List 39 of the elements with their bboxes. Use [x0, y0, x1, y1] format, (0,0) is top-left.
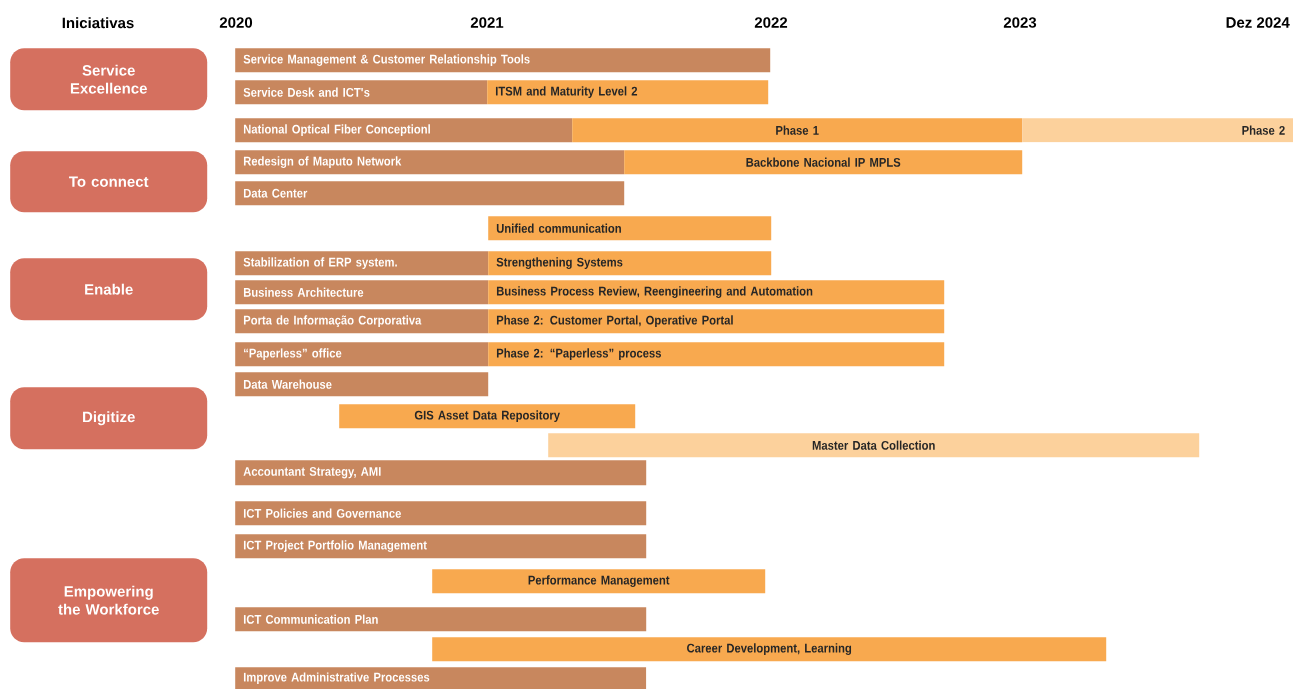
- category-pill: Enable: [10, 258, 208, 321]
- timeline-bar: ICT Policies and Governance: [235, 501, 647, 526]
- timeline-bar: Accountant Strategy, AMI: [235, 460, 647, 486]
- year-label: 2020: [219, 17, 253, 28]
- category-pill: Empowering the Workforce: [10, 558, 208, 643]
- timeline-bar: ITSM and Maturity Level 2: [487, 80, 769, 105]
- timeline-bar: Career Development, Learning: [432, 637, 1107, 662]
- year-label: Dez 2024: [1226, 17, 1290, 28]
- timeline-bar: Phase 2: [1022, 118, 1293, 143]
- timeline-bar: Service Desk and ICT's: [235, 80, 488, 105]
- timeline-bar: Service Management & Customer Relationship Tools: [235, 48, 771, 73]
- timeline-bar: Phase 2: Customer Portal, Operative Portal: [488, 309, 945, 334]
- timeline-bar: Master Data Collection: [548, 433, 1200, 458]
- category-pill: To connect: [10, 151, 208, 213]
- timeline-bar: Phase 2: “Paperless” process: [488, 342, 945, 367]
- year-label: 2023: [1003, 17, 1037, 28]
- timeline-bar: Unified communication: [488, 216, 772, 241]
- year-label: 2022: [754, 17, 788, 28]
- column-header: Iniciativas: [62, 17, 134, 29]
- timeline-bar: Performance Management: [432, 569, 766, 594]
- timeline-bar: National Optical Fiber Conceptionl: [235, 118, 573, 143]
- timeline-bar: Data Center: [235, 181, 625, 206]
- timeline-bar: ICT Project Portfolio Management: [235, 534, 647, 559]
- timeline-bar: Strengthening Systems: [488, 251, 772, 276]
- year-label: 2021: [470, 17, 504, 28]
- category-pill: Digitize: [10, 387, 208, 450]
- timeline-bar: GIS Asset Data Repository: [339, 404, 636, 429]
- timeline-bar: Phase 1: [572, 118, 1023, 143]
- timeline-bar: ICT Communication Plan: [235, 607, 647, 632]
- timeline-bar: Business Architecture: [235, 280, 489, 305]
- timeline-bar: Redesign of Maputo Network: [235, 150, 625, 175]
- category-pill: Service Excellence: [10, 48, 208, 111]
- timeline-bar: Backbone Nacional IP MPLS: [624, 150, 1023, 175]
- timeline-bar: Business Process Review, Reengineering and Automation: [488, 280, 945, 305]
- timeline-bar: Stabilization of ERP system.: [235, 251, 489, 276]
- timeline-bar: Improve Administrative Processes: [235, 667, 647, 689]
- timeline-bar: Data Warehouse: [235, 372, 489, 397]
- timeline-bar: “Paperless” office: [235, 342, 489, 367]
- timeline-bar: Porta de Informação Corporativa: [235, 309, 489, 334]
